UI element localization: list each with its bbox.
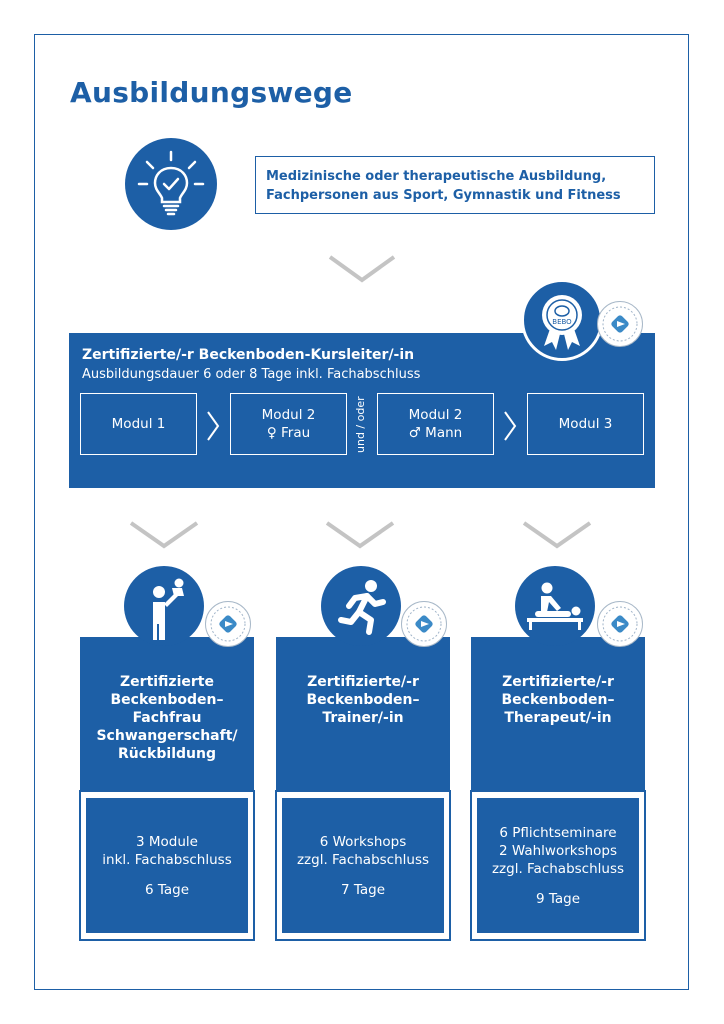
chevron-down-icon bbox=[522, 521, 592, 549]
module-label: Modul 1 bbox=[111, 416, 166, 432]
lightbulb-icon bbox=[125, 138, 217, 230]
path-title-line: Beckenboden– bbox=[501, 692, 615, 708]
path-detail-line: 6 Pflichtseminare bbox=[499, 824, 617, 841]
path-title-trainer: Zertifizierte/-r Beckenboden– Trainer/-i… bbox=[276, 637, 450, 792]
path-detail-line: 3 Module bbox=[136, 833, 198, 850]
path-title-line: Therapeut/-in bbox=[504, 710, 612, 726]
path-title-line: Trainer/-in bbox=[322, 710, 404, 726]
path-duration: 7 Tage bbox=[340, 881, 386, 898]
page-title: Ausbildungswege bbox=[70, 76, 353, 109]
prerequisite-line: Fachpersonen aus Sport, Gymnastik und Fi… bbox=[266, 188, 621, 203]
chevron-right-icon bbox=[504, 411, 517, 441]
path-title-line: Fachfrau bbox=[132, 710, 202, 726]
chevron-down-icon bbox=[129, 521, 199, 549]
path-duration: 9 Tage bbox=[535, 890, 581, 907]
module-box: Modul 2 ♀ Frau bbox=[230, 393, 347, 455]
quality-seal-icon bbox=[597, 601, 643, 647]
path-detail-line: inkl. Fachabschluss bbox=[102, 851, 232, 868]
path-detail-line: zzgl. Fachabschluss bbox=[296, 851, 430, 868]
path-duration: 6 Tage bbox=[144, 881, 190, 898]
path-detail-line: 2 Wahlworkshops bbox=[498, 842, 618, 859]
chevron-down-icon bbox=[328, 255, 396, 283]
path-title-fachfrau: Zertifizierte Beckenboden– Fachfrau Schw… bbox=[80, 637, 254, 792]
path-details-therapeut: 6 Pflichtseminare 2 Wahlworkshops zzgl. … bbox=[470, 790, 646, 941]
award-badge: BEBO bbox=[521, 279, 603, 361]
module-sublabel: ♂ Mann bbox=[408, 425, 463, 441]
module-box: Modul 3 bbox=[527, 393, 644, 455]
module-label: Modul 2 bbox=[408, 407, 463, 423]
path-title-line: Beckenboden– bbox=[306, 692, 420, 708]
runner-icon bbox=[321, 566, 401, 646]
path-details-trainer: 6 Workshops zzgl. Fachabschluss 7 Tage bbox=[275, 790, 451, 941]
chevron-right-icon bbox=[207, 411, 220, 441]
quality-seal-icon bbox=[401, 601, 447, 647]
kursleiter-title: Zertifizierte/-r Beckenboden-Kursleiter/… bbox=[82, 347, 415, 363]
chevron-down-icon bbox=[325, 521, 395, 549]
path-detail-line: zzgl. Fachabschluss bbox=[491, 860, 625, 877]
mother-child-icon bbox=[124, 566, 204, 646]
path-title-line: Zertifizierte bbox=[120, 674, 214, 690]
path-title-line: Zertifizierte/-r bbox=[307, 674, 419, 690]
quality-seal-icon bbox=[205, 601, 251, 647]
page-frame bbox=[34, 34, 689, 990]
module-box: Modul 1 bbox=[80, 393, 197, 455]
quality-seal-icon bbox=[597, 301, 643, 347]
module-label: Modul 2 bbox=[261, 407, 316, 423]
path-detail-line: 6 Workshops bbox=[319, 833, 407, 850]
prerequisite-box: Medizinische oder therapeutische Ausbild… bbox=[255, 156, 655, 214]
path-details-fachfrau: 3 Module inkl. Fachabschluss 6 Tage bbox=[79, 790, 255, 941]
kursleiter-subtitle: Ausbildungsdauer 6 oder 8 Tage inkl. Fac… bbox=[82, 367, 421, 382]
path-title-line: Zertifizierte/-r bbox=[502, 674, 614, 690]
path-title-line: Rückbildung bbox=[118, 746, 216, 762]
path-title-line: Schwangerschaft/ bbox=[96, 728, 238, 744]
massage-therapy-icon bbox=[515, 566, 595, 646]
module-box: Modul 2 ♂ Mann bbox=[377, 393, 494, 455]
path-title-therapeut: Zertifizierte/-r Beckenboden– Therapeut/… bbox=[471, 637, 645, 792]
module-sublabel: ♀ Frau bbox=[266, 425, 311, 441]
module-label: Modul 3 bbox=[558, 416, 613, 432]
prerequisite-line: Medizinische oder therapeutische Ausbild… bbox=[266, 169, 607, 184]
path-title-line: Beckenboden– bbox=[110, 692, 224, 708]
and-or-label: und / oder bbox=[354, 396, 367, 454]
badge-text: BEBO bbox=[552, 318, 572, 326]
